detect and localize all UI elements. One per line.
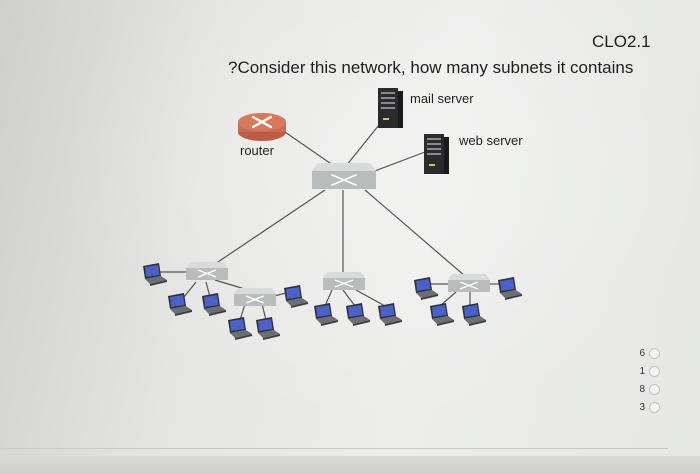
mail-server-label: mail server — [410, 91, 474, 106]
link-web-core — [371, 151, 426, 173]
radio-button[interactable] — [649, 401, 660, 413]
laptop-icon — [168, 293, 192, 316]
radio-button[interactable] — [649, 383, 660, 395]
divider — [0, 448, 668, 449]
link-core-left — [211, 189, 326, 267]
bottom-edge — [0, 456, 700, 474]
answer-option-value: 3 — [639, 401, 645, 413]
laptop-icon — [378, 303, 402, 326]
switch-right-icon — [448, 274, 490, 292]
link-mail-core — [345, 119, 384, 167]
network-links — [160, 119, 504, 321]
answer-option-value: 8 — [639, 383, 645, 395]
answer-option-3[interactable]: 3 — [610, 398, 660, 416]
answer-option-1[interactable]: 1 — [610, 362, 660, 380]
laptop-icon — [498, 277, 522, 300]
laptop-icon — [414, 277, 438, 300]
answer-option-6[interactable]: 6 — [610, 344, 660, 362]
mail-server-icon — [378, 88, 403, 128]
laptop-icon — [314, 303, 338, 326]
link-core-right — [364, 189, 466, 277]
laptop-icon — [143, 263, 167, 286]
router-icon — [238, 113, 286, 141]
switch-middle-icon — [323, 272, 365, 290]
web-server-icon — [424, 134, 449, 174]
answer-option-value: 6 — [639, 347, 645, 359]
web-server-label: web server — [459, 133, 523, 148]
router-label: router — [240, 143, 274, 158]
laptop-icon — [228, 317, 252, 340]
radio-button[interactable] — [649, 365, 660, 377]
laptop-icon — [284, 285, 308, 308]
laptop-icon — [430, 303, 454, 326]
switch-sub-icon — [234, 288, 276, 306]
switch-left-icon — [186, 262, 228, 280]
answer-options: 6 1 8 3 — [610, 344, 660, 416]
answer-option-8[interactable]: 8 — [610, 380, 660, 398]
question-code: CLO2.1 — [592, 32, 651, 51]
laptop-icon — [462, 303, 486, 326]
question-text: ?Consider this network, how many subnets… — [228, 58, 634, 77]
laptop-icon — [202, 293, 226, 316]
answer-option-value: 1 — [639, 365, 645, 377]
radio-button[interactable] — [649, 347, 660, 359]
laptop-icon — [346, 303, 370, 326]
core-switch-icon — [312, 163, 376, 189]
laptop-icon — [256, 317, 280, 340]
